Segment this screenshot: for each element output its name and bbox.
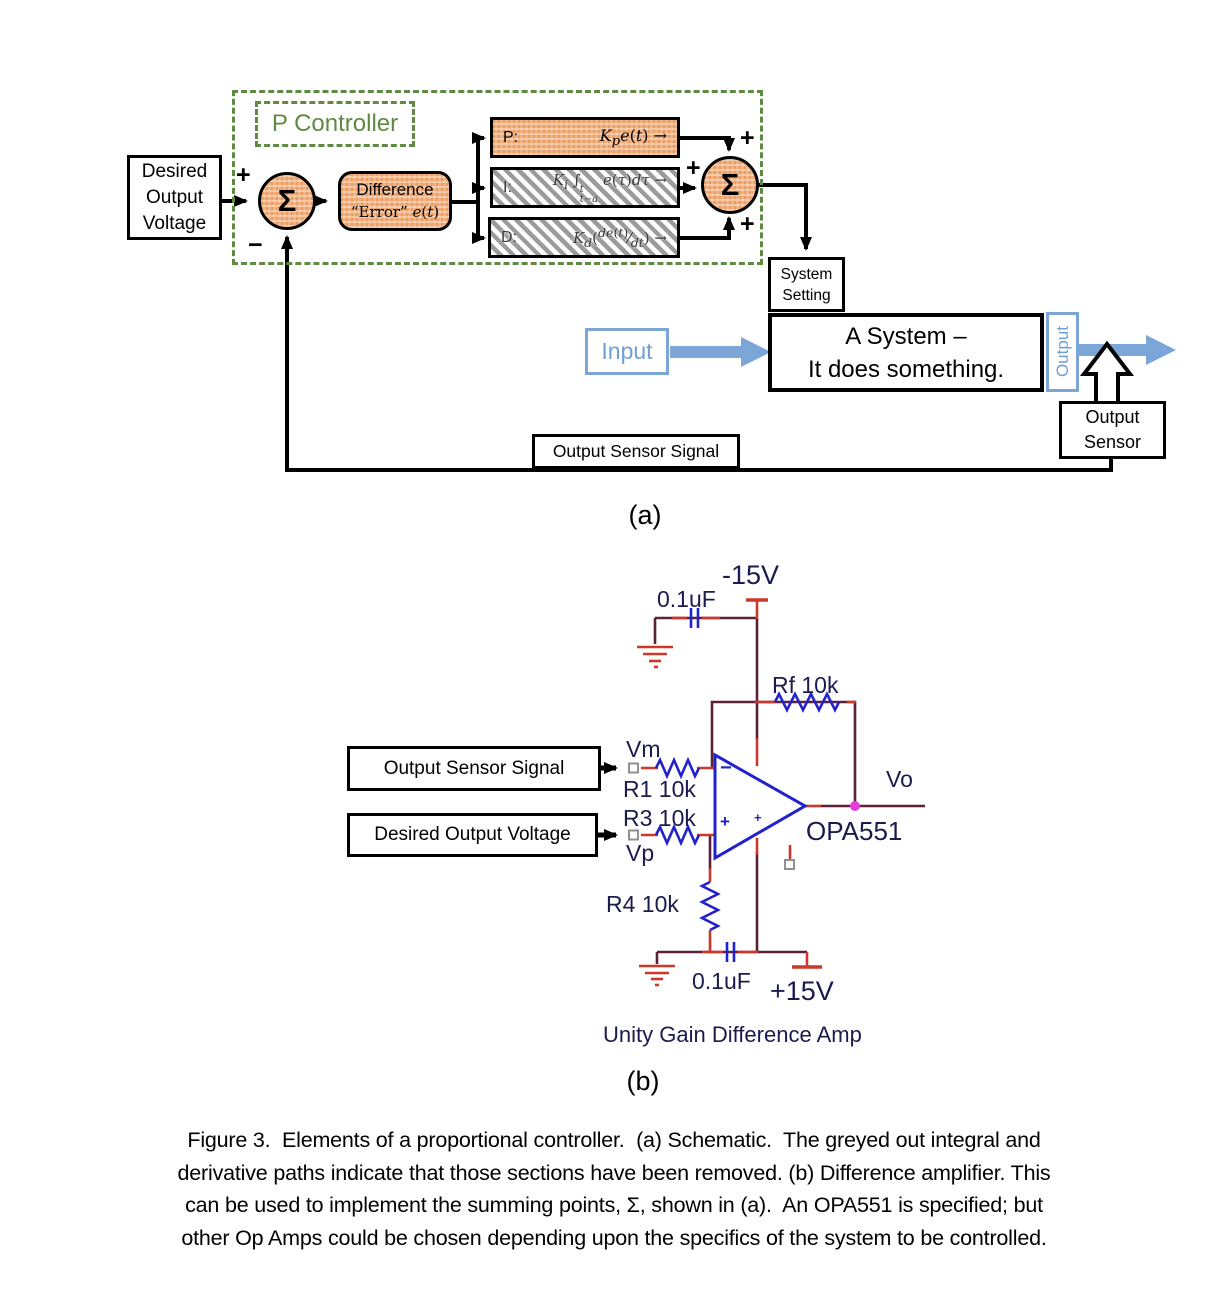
caption-line1: Figure 3. Elements of a proportional con… bbox=[187, 1128, 1041, 1152]
sigma-symbol: Σ bbox=[277, 183, 297, 218]
difference-line2: “Error” e(t) bbox=[350, 203, 440, 221]
circuit-components bbox=[654, 608, 841, 962]
sum1-plus-sign: + bbox=[236, 161, 251, 189]
opamp-plus-sign: + bbox=[720, 812, 730, 831]
resistor-r1 bbox=[654, 756, 701, 780]
desired-output-voltage-block: Desired Output Voltage bbox=[127, 155, 222, 240]
source-box-desired-output-voltage: Desired Output Voltage bbox=[347, 813, 598, 857]
controller-dashed-boundary bbox=[232, 90, 763, 265]
output-sensor-line2: Sensor bbox=[1083, 432, 1142, 452]
system-block: A System – It does something. bbox=[768, 313, 1044, 392]
vp-label: Vp bbox=[626, 840, 655, 866]
output-junction-dot bbox=[850, 801, 860, 811]
opamp-minus-sign: − bbox=[720, 757, 732, 779]
source-box2-label: Desired Output Voltage bbox=[374, 824, 571, 845]
system-setting-line1: System bbox=[780, 265, 833, 283]
output-tab: Output bbox=[1046, 312, 1079, 392]
caption-line3: can be used to implement the summing poi… bbox=[185, 1193, 1043, 1218]
pos-supply-label: +15V bbox=[770, 976, 834, 1006]
resistor-r3 bbox=[654, 823, 701, 847]
r1-label: R1 10k bbox=[623, 776, 696, 802]
output-sensor-line1: Output bbox=[1085, 407, 1140, 427]
input-arrow bbox=[670, 337, 771, 367]
opamp-plus2-sign: + bbox=[754, 810, 762, 825]
top-cap-label: 0.1uF bbox=[657, 586, 716, 612]
input-block: Input bbox=[585, 328, 669, 375]
circuit-red-segments bbox=[637, 598, 856, 987]
d-formula: Kd(de(t)⁄dt) → bbox=[572, 225, 667, 250]
input-label: Input bbox=[601, 338, 653, 364]
resistor-r4 bbox=[699, 880, 721, 932]
output-sensor-block: Output Sensor bbox=[1059, 401, 1166, 459]
sigma-symbol: Σ bbox=[720, 167, 740, 202]
derivative-block: D: Kd(de(t)⁄dt) → bbox=[488, 217, 680, 258]
desired-line2: Output bbox=[145, 186, 204, 208]
sum2-plus-bottom: + bbox=[740, 210, 755, 238]
system-setting-block: System Setting bbox=[768, 257, 845, 312]
opamp-label: OPA551 bbox=[806, 816, 903, 846]
p-controller-label: P Controller bbox=[271, 110, 399, 137]
p-controller-label-box: P Controller bbox=[255, 101, 415, 147]
neg-supply-label: -15V bbox=[722, 560, 780, 590]
source-box1-label: Output Sensor Signal bbox=[383, 757, 565, 779]
opamp-triangle bbox=[713, 752, 809, 861]
sum2-plus-left: + bbox=[686, 154, 701, 182]
vm-label: Vm bbox=[626, 736, 661, 762]
part-b-label: (b) bbox=[626, 1066, 660, 1096]
summing-node-2: Σ bbox=[701, 156, 759, 214]
source-box-output-sensor-signal: Output Sensor Signal bbox=[347, 746, 601, 791]
system-line2: It does something. bbox=[807, 355, 1005, 383]
bottom-cap-label: 0.1uF bbox=[692, 968, 751, 994]
system-setting-line2: Setting bbox=[782, 286, 831, 304]
vo-label: Vo bbox=[886, 766, 913, 792]
rf-label: Rf 10k bbox=[772, 672, 839, 698]
sum1-minus-sign: − bbox=[248, 231, 263, 259]
circuit-title: Unity Gain Difference Amp bbox=[603, 1022, 862, 1047]
resistor-rf bbox=[773, 691, 841, 713]
output-tab-label: Output bbox=[1052, 326, 1072, 378]
summing-node-1: Σ bbox=[258, 172, 316, 230]
caption-line2: derivative paths indicate that those sec… bbox=[177, 1160, 1051, 1185]
proportional-block: P: Kpe(t) → bbox=[490, 117, 680, 158]
output-sensor-signal-label-box: Output Sensor Signal bbox=[532, 434, 740, 469]
desired-line1: Desired bbox=[141, 160, 208, 182]
caption-line4: other Op Amps could be chosen depending … bbox=[181, 1226, 1047, 1251]
desired-line3: Voltage bbox=[142, 212, 207, 234]
output-arrow bbox=[1079, 335, 1176, 365]
figure-caption: Figure 3. Elements of a proportional con… bbox=[40, 1124, 1188, 1255]
pin-squares bbox=[628, 762, 795, 870]
d-label: D: bbox=[501, 228, 517, 246]
p-formula: Kpe(t) → bbox=[599, 125, 667, 150]
sum2-plus-top: + bbox=[740, 124, 755, 152]
i-label: I: bbox=[503, 178, 512, 196]
output-sensor-signal-label: Output Sensor Signal bbox=[552, 441, 720, 461]
difference-line1: Difference bbox=[356, 180, 434, 199]
difference-error-block: Difference “Error” e(t) bbox=[338, 171, 452, 231]
r4-label: R4 10k bbox=[606, 891, 679, 917]
r3-label: R3 10k bbox=[623, 805, 696, 831]
system-line1: A System – bbox=[845, 322, 967, 350]
block-diagram-connectors bbox=[222, 132, 1113, 472]
p-label: P: bbox=[503, 128, 519, 146]
part-a-label: (a) bbox=[628, 500, 662, 530]
